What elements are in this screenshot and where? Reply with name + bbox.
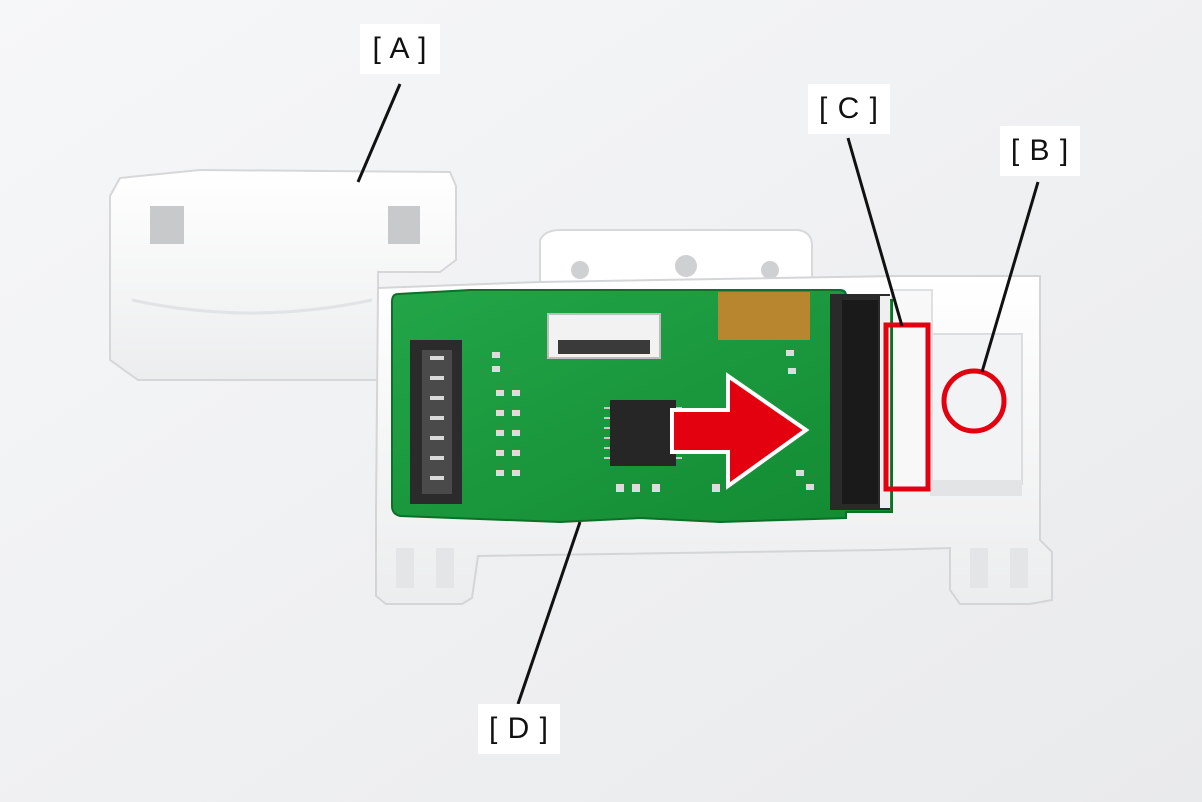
part-d-circuit-board bbox=[391, 289, 893, 524]
bracket-slot bbox=[150, 206, 184, 244]
leader-line-d bbox=[516, 521, 582, 705]
callout-label-a: [ A ] bbox=[360, 24, 440, 74]
right-arrow-icon bbox=[670, 372, 810, 490]
rectangle-highlight-icon bbox=[883, 322, 931, 492]
chip bbox=[610, 400, 676, 466]
gold-pad bbox=[718, 292, 810, 340]
circle-marker-icon bbox=[941, 368, 1007, 434]
leader-line-b bbox=[980, 181, 1040, 373]
bracket-slot bbox=[388, 206, 420, 244]
top-mounting-tab bbox=[539, 229, 813, 289]
part-a-bracket bbox=[109, 168, 457, 381]
leader-line-c bbox=[846, 137, 904, 327]
callout-label-c: [ C ] bbox=[808, 84, 890, 134]
leader-line-a bbox=[356, 83, 402, 183]
callout-label-b: [ B ] bbox=[1000, 126, 1080, 176]
callout-label-d: [ D ] bbox=[478, 704, 560, 754]
